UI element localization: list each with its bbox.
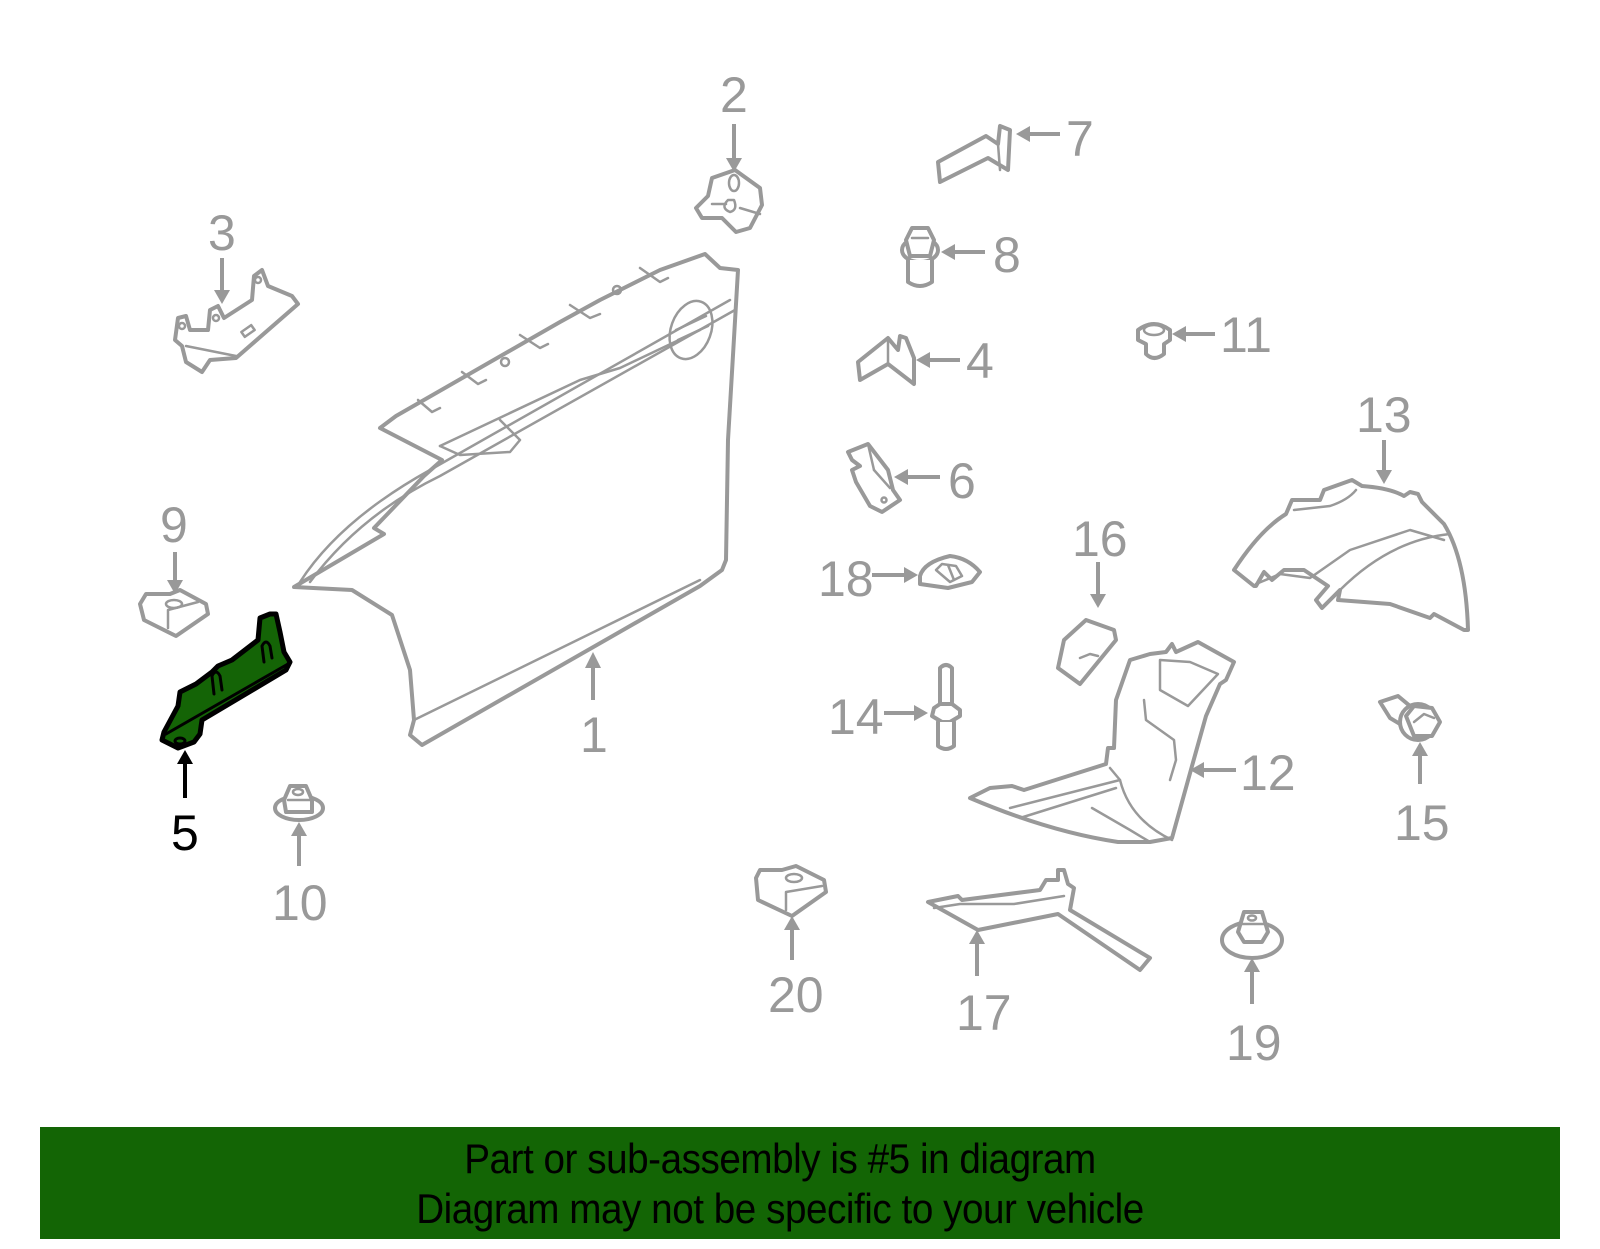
callout-1: 1	[580, 707, 608, 763]
part-9-nut-clip[interactable]	[138, 552, 210, 638]
part-17-brace[interactable]	[926, 868, 1152, 976]
callout-17: 17	[956, 985, 1012, 1041]
callout-2: 2	[720, 67, 748, 123]
callout-8: 8	[993, 227, 1021, 283]
banner-line-disclaimer: Diagram may not be specific to your vehi…	[416, 1185, 1144, 1232]
callout-10: 10	[272, 875, 328, 931]
callout-6: 6	[948, 453, 976, 509]
callout-20: 20	[768, 967, 824, 1023]
callout-19: 19	[1226, 1015, 1282, 1071]
part-6-clip[interactable]	[846, 442, 940, 514]
callout-3: 3	[208, 205, 236, 261]
part-13-fender-liner[interactable]	[1232, 440, 1470, 632]
part-15-screw[interactable]	[1378, 694, 1442, 784]
callout-4: 4	[966, 333, 994, 389]
part-11-grommet[interactable]	[1136, 322, 1215, 360]
part-2-bracket[interactable]	[694, 124, 764, 234]
part-4-clip[interactable]	[856, 334, 960, 386]
part-18-retainer[interactable]	[872, 554, 982, 590]
part-5-bracket-highlighted[interactable]	[159, 611, 293, 798]
callout-14: 14	[828, 689, 884, 745]
part-3-bracket[interactable]	[173, 258, 300, 374]
part-16-seal[interactable]	[1056, 562, 1118, 686]
part-10-flange-nut[interactable]	[273, 784, 325, 866]
callout-5: 5	[171, 805, 199, 861]
part-8-bolt[interactable]	[900, 226, 985, 288]
callout-9: 9	[160, 497, 188, 553]
callout-13: 13	[1356, 387, 1412, 443]
callout-15: 15	[1394, 795, 1450, 851]
callout-12: 12	[1240, 745, 1296, 801]
callout-16: 16	[1072, 511, 1128, 567]
part-20-nut-clip[interactable]	[754, 864, 828, 960]
part-12-splash-shield[interactable]	[968, 640, 1236, 844]
banner-line-part-number: Part or sub-assembly is #5 in diagram	[464, 1135, 1096, 1182]
part-19-flange-nut[interactable]	[1220, 910, 1284, 1004]
callout-18: 18	[818, 551, 874, 607]
part-7-bracket[interactable]	[936, 124, 1060, 184]
callout-7: 7	[1066, 111, 1094, 167]
part-1-side-panel[interactable]	[292, 252, 740, 747]
info-banner: Part or sub-assembly is #5 in diagram Di…	[40, 1127, 1560, 1239]
part-14-push-pin[interactable]	[884, 663, 962, 751]
callout-11: 11	[1220, 307, 1272, 363]
